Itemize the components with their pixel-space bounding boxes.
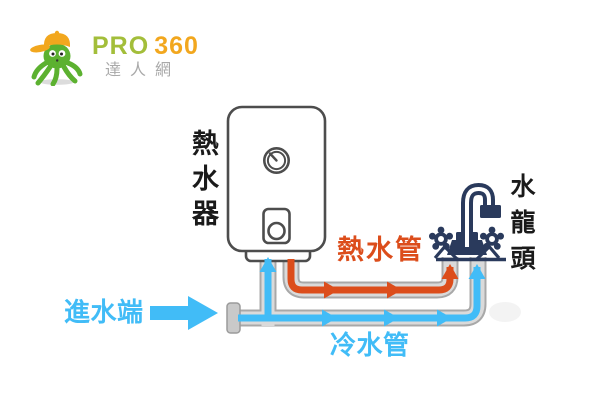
cold-flow-arrow-up (259, 257, 277, 272)
cold-flow-arrow-up (468, 264, 486, 279)
faucet-nozzle (480, 205, 501, 218)
heater-panel-knob (267, 221, 286, 241)
heater-body (226, 105, 327, 253)
hot-flow-arrow (324, 281, 339, 299)
hot-pipe-label: 熱水管 (337, 235, 424, 265)
inlet-label: 進水端 (64, 297, 144, 327)
cold-pipe-label: 冷水管 (330, 330, 410, 360)
faucet-label: 水龍頭 (507, 173, 535, 281)
faucet-handle-left (429, 226, 453, 250)
hot-water-flow (287, 259, 459, 299)
inlet-arrow-icon (150, 296, 218, 330)
faucet-shadow (489, 302, 521, 322)
cold-flow-arrow (322, 309, 337, 327)
cold-flow-arrow (384, 309, 399, 327)
water-heater-icon (226, 105, 327, 263)
hot-flow-arrow-up (441, 264, 459, 279)
faucet-handle-right (480, 226, 504, 250)
cold-water-flow (238, 257, 486, 327)
faucet-icon (429, 182, 506, 262)
brand-name-pro: PRO (92, 32, 150, 60)
brand-name-360: 360 (154, 32, 199, 60)
brand-subtitle: 達人網 (105, 62, 181, 79)
heater-label: 熱水器 (188, 129, 218, 234)
hot-flow-arrow (387, 281, 402, 299)
octopus-mascot-icon (30, 30, 83, 86)
cold-flow-arrow (437, 309, 452, 327)
